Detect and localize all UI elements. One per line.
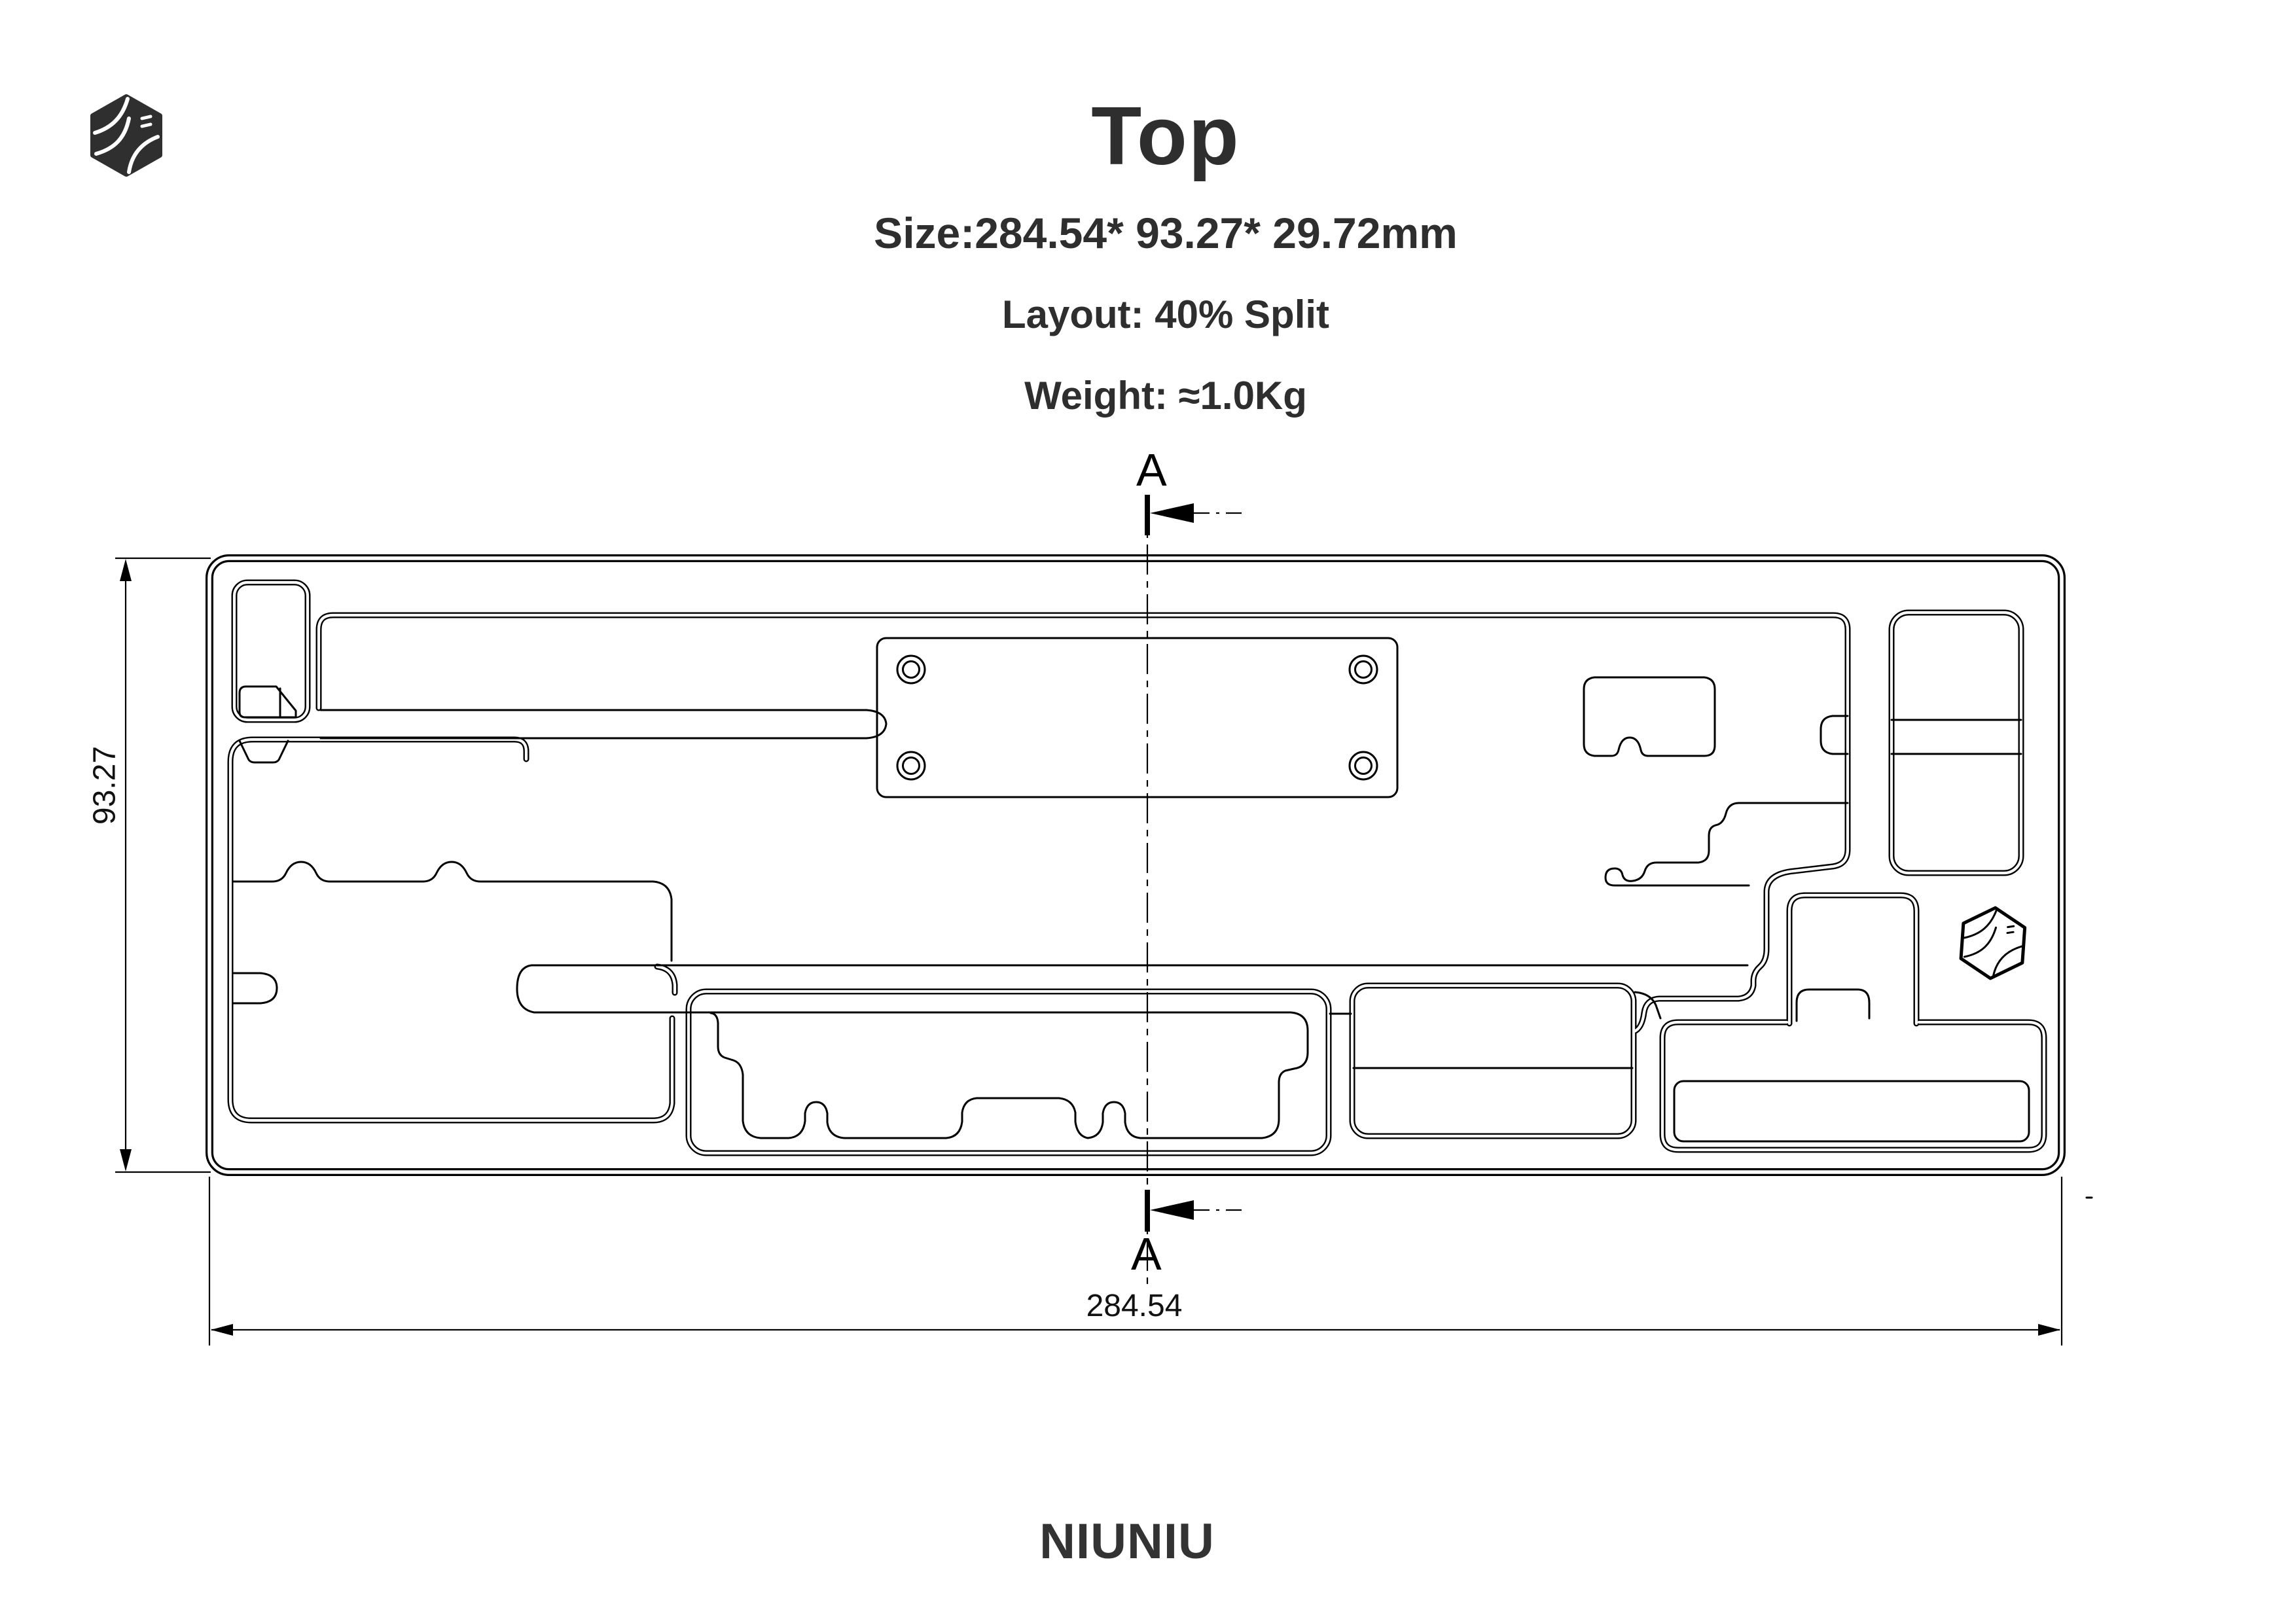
layout-spec-line: Layout: 40% Split bbox=[1001, 293, 1330, 336]
brand-wordmark: NIUNIU bbox=[1039, 1514, 1215, 1569]
case-outer-border bbox=[206, 554, 2066, 1176]
spacebar-pocket-inner-contour bbox=[516, 964, 1749, 1139]
section-arrow-top bbox=[1150, 503, 1194, 523]
double-line-contours-black bbox=[206, 554, 2066, 1176]
right-stem-pocket bbox=[1786, 892, 1920, 1027]
width-arrow-left bbox=[211, 1324, 233, 1336]
right-tall-pocket bbox=[1888, 609, 2024, 876]
size-spec-line: Size:284.54* 93.27* 29.72mm bbox=[874, 209, 1458, 257]
bottom-right-pocket-inner bbox=[1673, 1080, 2030, 1143]
cable-channel-slot bbox=[319, 709, 888, 740]
lower-left-region-wall bbox=[227, 736, 675, 1124]
stem-pocket-inner bbox=[1795, 988, 1871, 1022]
width-dimension bbox=[208, 1177, 2063, 1346]
page-title: Top bbox=[1091, 90, 1240, 182]
sd-card-cutout bbox=[1583, 676, 1716, 757]
height-arrow-down bbox=[120, 1149, 132, 1171]
section-label-top: A bbox=[1136, 444, 1167, 495]
right-mod-pocket bbox=[1349, 982, 1637, 1139]
wall-connector-tab bbox=[1820, 715, 1849, 755]
bridge-line-right bbox=[1634, 991, 1662, 1020]
section-label-bottom: A bbox=[1131, 1228, 1162, 1279]
screw-holes bbox=[896, 654, 1378, 781]
bottom-right-pocket bbox=[1659, 1019, 2047, 1153]
spacebar-pocket-outer bbox=[685, 988, 1332, 1156]
double-line-contours-white bbox=[207, 556, 2064, 1174]
bumped-rib-line bbox=[232, 861, 673, 962]
left-wall-clip-notch bbox=[232, 972, 278, 1005]
top-left-pocket bbox=[231, 579, 311, 723]
width-arrow-right bbox=[2038, 1324, 2060, 1336]
brand-logo-icon bbox=[90, 94, 162, 177]
height-dimension bbox=[115, 557, 211, 1173]
height-arrow-up bbox=[120, 559, 132, 581]
height-dim-text: 93.27 bbox=[87, 745, 122, 825]
width-dim-text: 284.54 bbox=[1086, 1289, 1183, 1323]
usb-connector-outline bbox=[238, 685, 297, 719]
trapezoid-notch bbox=[238, 740, 289, 764]
weight-spec-line: Weight: ≈1.0Kg bbox=[1024, 374, 1307, 418]
section-arrow-bottom bbox=[1150, 1200, 1194, 1220]
staircase-contour bbox=[1604, 802, 1849, 887]
section-line-a-a bbox=[1145, 495, 1247, 1284]
single-line-contours bbox=[232, 637, 2093, 1199]
engraved-logo-icon bbox=[1959, 906, 2027, 980]
daughterboard-plate bbox=[876, 637, 1399, 798]
